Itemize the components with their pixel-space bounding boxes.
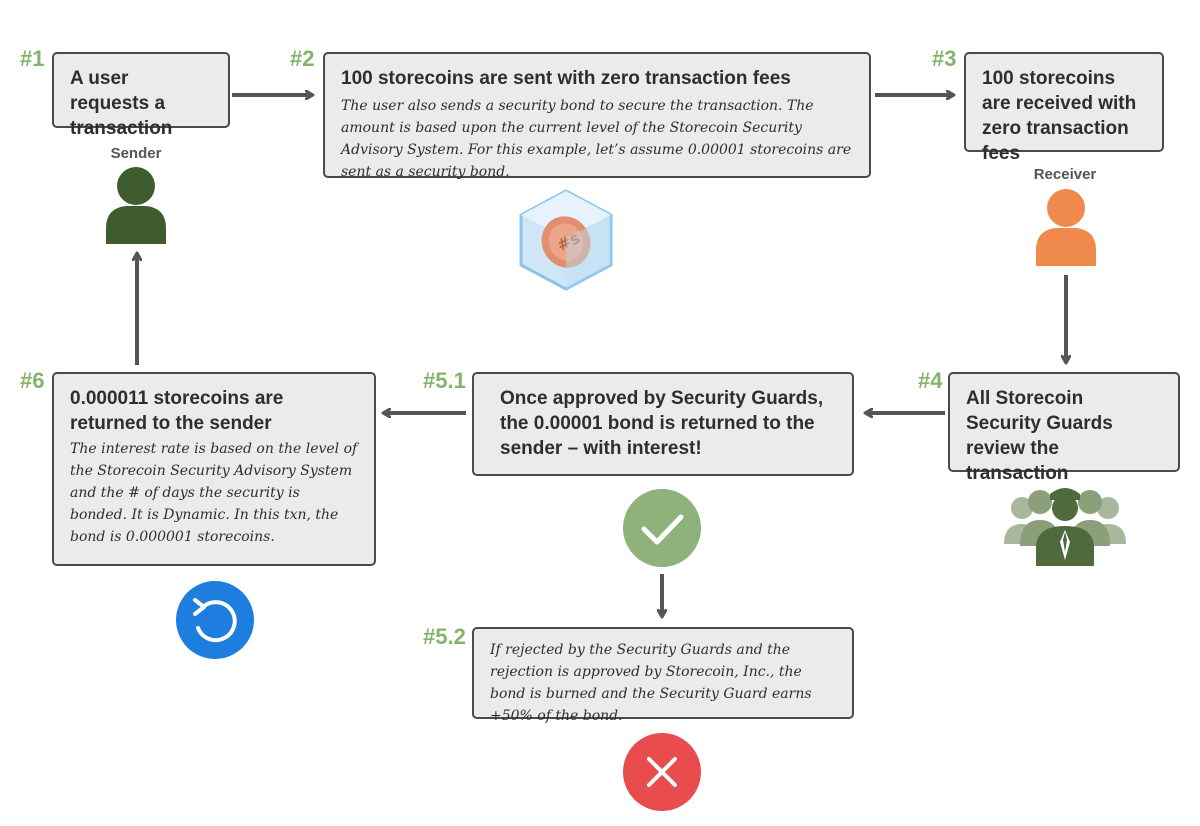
sender-label: Sender (110, 145, 162, 162)
step-5-1-box: Once approved by Security Guards, the 0.… (472, 372, 854, 476)
security-guards-icon (1004, 488, 1126, 566)
step-4-title: All Storecoin Security Guards review the… (966, 388, 1113, 484)
step-number-4: #4 (918, 368, 943, 393)
step-6-box: 0.000011 storecoins are returned to the … (52, 372, 376, 566)
step-3-title: 100 storecoins are received with zero tr… (982, 68, 1137, 164)
step-6-description: The interest rate is based on the level … (70, 441, 358, 545)
step-3-box: 100 storecoins are received with zero tr… (964, 52, 1164, 164)
step-5-1-title: Once approved by Security Guards, the 0.… (500, 388, 824, 459)
checkmark-icon (623, 489, 701, 567)
person-icon (1036, 189, 1096, 266)
step-number-2: #2 (290, 46, 315, 71)
step-2-description: The user also sends a security bond to s… (341, 98, 852, 180)
person-icon (106, 167, 166, 244)
cross-icon (623, 733, 701, 811)
step-number-6: #6 (20, 368, 45, 393)
step-5-2-description: If rejected by the Security Guards and t… (490, 642, 812, 724)
step-number-5-2: #5.2 (423, 624, 466, 649)
step-2-title: 100 storecoins are sent with zero transa… (341, 68, 791, 89)
step-number-1: #1 (20, 46, 45, 71)
step-1-title: A user requests a transaction (70, 68, 173, 139)
step-4-box: All Storecoin Security Guards review the… (948, 372, 1180, 484)
step-5-2-box: If rejected by the Security Guards and t… (472, 627, 854, 724)
step-number-5-1: #5.1 (423, 368, 466, 393)
step-1-box: A user requests a transaction (52, 52, 230, 139)
step-2-box: 100 storecoins are sent with zero transa… (323, 52, 871, 180)
step-number-3: #3 (932, 46, 957, 71)
step-6-title: 0.000011 storecoins are returned to the … (70, 388, 284, 434)
receiver-label: Receiver (1033, 166, 1097, 183)
frozen-coin-icon: #s (519, 189, 613, 291)
refresh-icon (176, 581, 254, 659)
